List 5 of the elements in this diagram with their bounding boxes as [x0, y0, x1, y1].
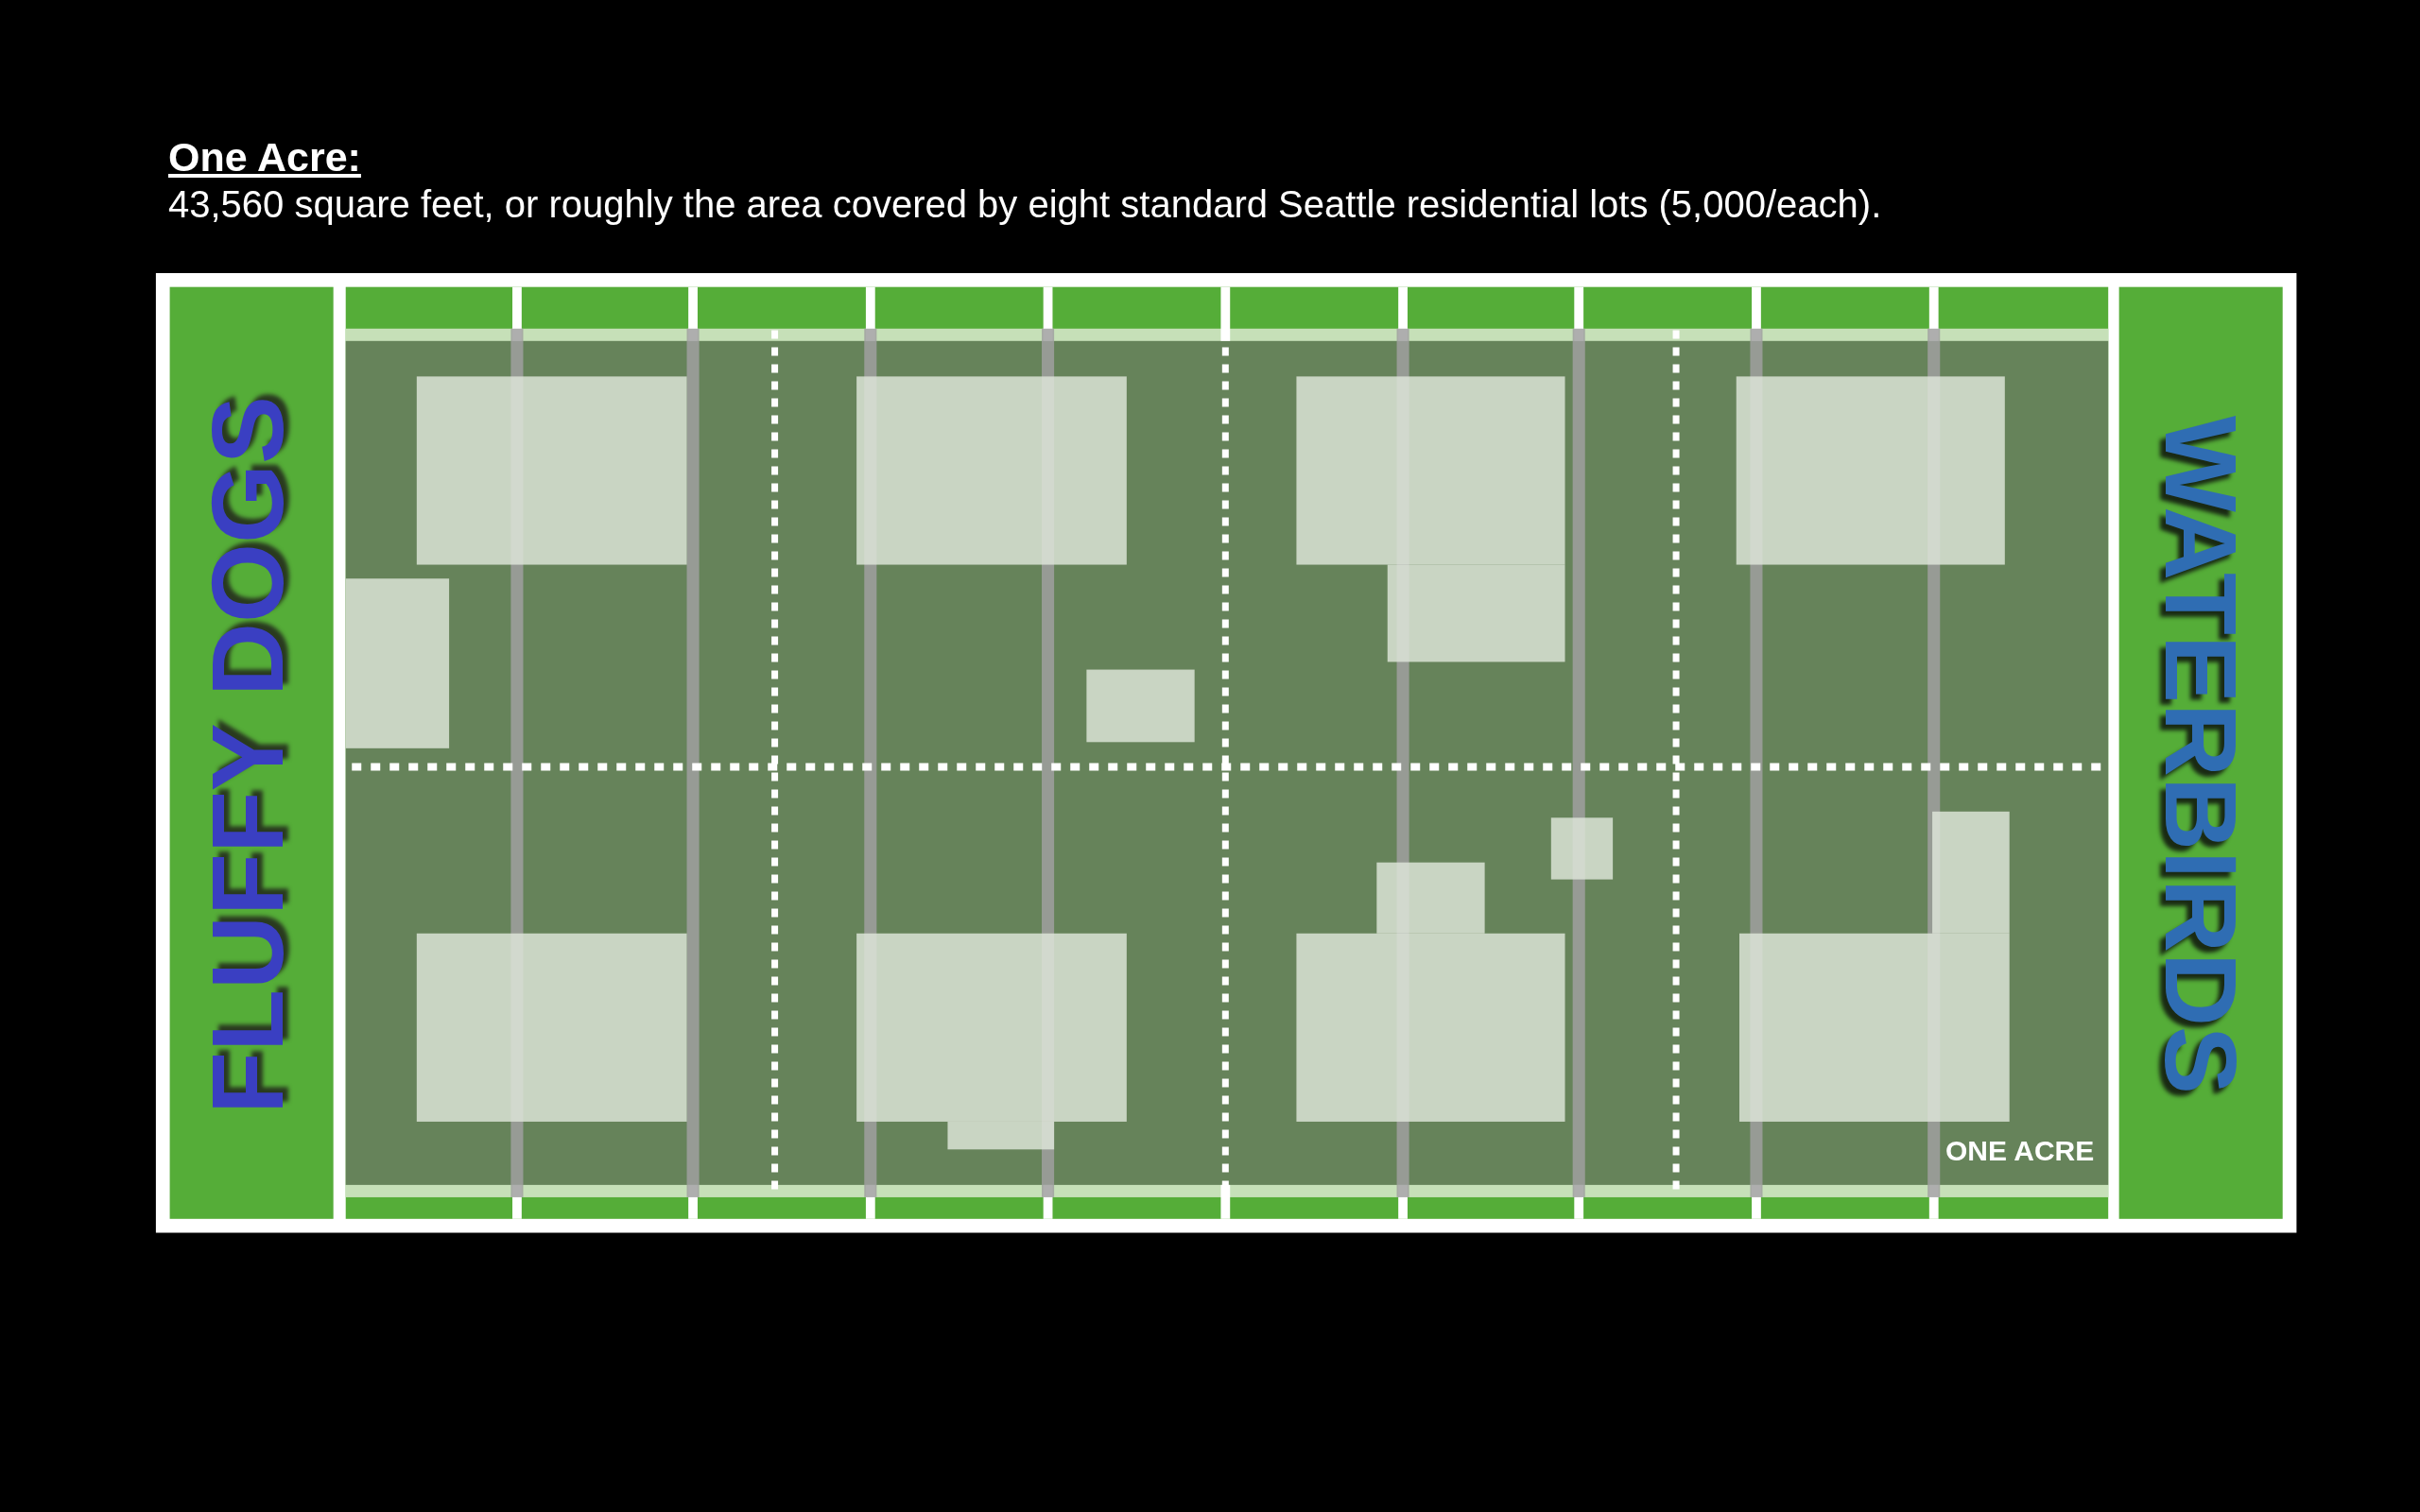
end-zone-text: FLUFFY DOGS [197, 396, 299, 1114]
title: One Acre: [168, 134, 361, 180]
description-text: 43,560 square feet, or roughly the area covered by eight standard Seattle residential lots (5,000/each). [168, 185, 1882, 223]
field-label: ONE ACRE [1945, 1137, 2095, 1165]
end-zone-text: WATERBIRDS [2150, 416, 2252, 1094]
